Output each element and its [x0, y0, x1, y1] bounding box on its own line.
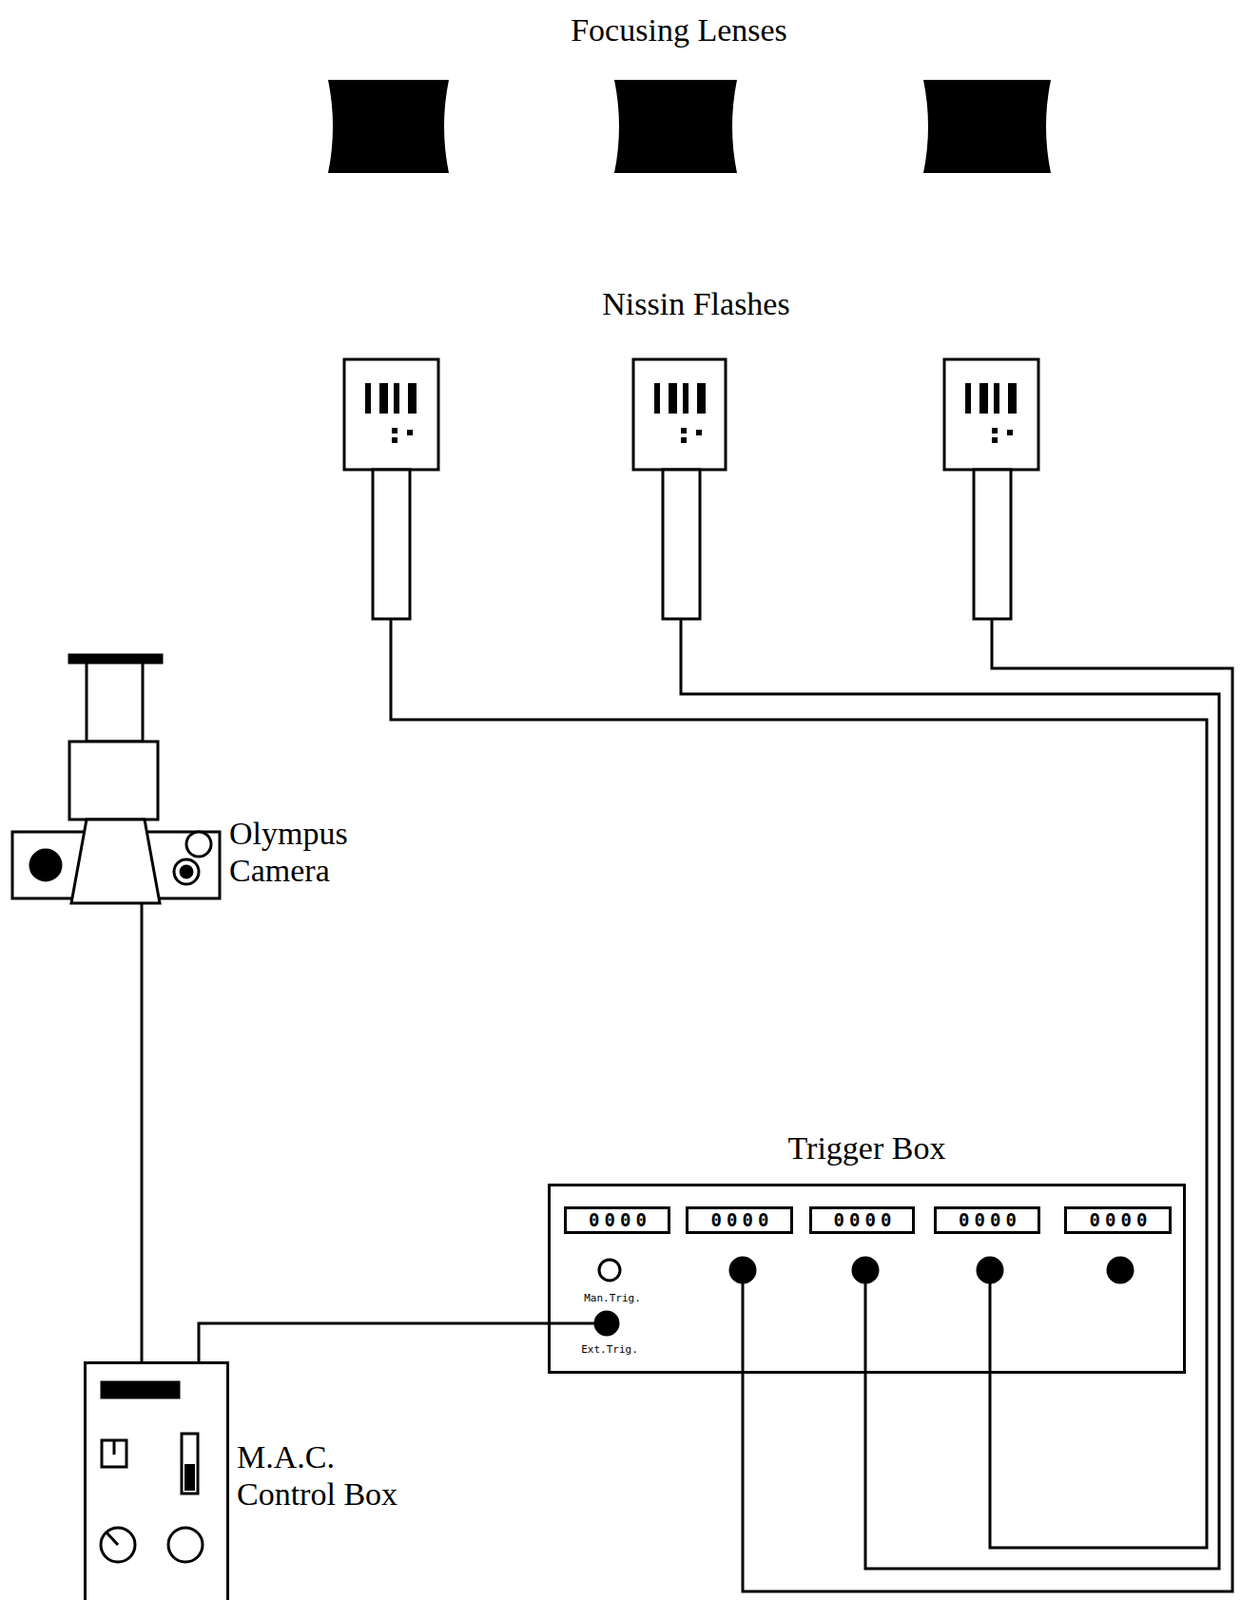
display-segment	[654, 383, 660, 414]
output-jack	[977, 1258, 1003, 1283]
display-segment	[379, 383, 388, 414]
flash-head	[344, 359, 439, 470]
flash-handle	[973, 469, 1011, 620]
flash-wire	[390, 619, 1207, 1549]
display-dot	[391, 427, 398, 434]
knob-pointer	[106, 1532, 118, 1546]
flash-head	[944, 359, 1039, 470]
lens	[328, 79, 449, 174]
meter-needle	[113, 1440, 117, 1455]
display-segment	[393, 383, 400, 414]
camera-knob	[186, 832, 212, 857]
switch	[181, 1434, 198, 1494]
jack-label: Man.Trig.	[583, 1293, 641, 1306]
display-segment	[365, 383, 371, 414]
flash-handle	[662, 469, 700, 620]
counter-display: 0000	[563, 1206, 671, 1235]
flash-wire	[680, 619, 1220, 1570]
counter-display: 0000	[809, 1206, 915, 1235]
lens-barrel	[69, 741, 158, 820]
lens-group	[328, 79, 1051, 174]
display-dot	[680, 427, 687, 434]
flash-display	[365, 383, 1017, 444]
camera-button	[30, 850, 61, 881]
counter-display: 0000	[1064, 1206, 1172, 1235]
output-jack	[1107, 1258, 1133, 1283]
display-segment	[407, 383, 417, 414]
display-dot	[407, 429, 413, 436]
display-segment	[979, 383, 989, 414]
display-dot	[1007, 429, 1013, 436]
display-segment	[965, 383, 971, 414]
camera-drawing	[12, 655, 220, 904]
connector-bar	[101, 1382, 179, 1398]
output-jack	[853, 1258, 878, 1283]
device-label: Trigger Box	[788, 1129, 947, 1167]
flash-head	[633, 359, 726, 470]
cable	[140, 903, 144, 1362]
counter-display: 0000	[685, 1206, 794, 1235]
display-segment	[668, 383, 678, 414]
jack-label: Ext.Trig.	[581, 1344, 639, 1358]
display-dot	[680, 437, 687, 444]
device-label: M.A.C. Control Box	[236, 1438, 418, 1513]
group-label: Focusing Lenses	[570, 11, 788, 49]
display-segment	[993, 383, 1000, 414]
control-box-icons	[100, 1382, 203, 1563]
flash-handle	[372, 469, 410, 620]
camera-dial	[174, 859, 199, 885]
trigger-box-drawing	[549, 1258, 1133, 1336]
button	[168, 1528, 203, 1563]
display-dot	[696, 429, 702, 436]
device-label: Olympus Camera	[229, 814, 391, 890]
manual-trigger-button	[599, 1260, 621, 1281]
knob	[100, 1528, 136, 1563]
display-segment	[1008, 383, 1017, 414]
counter-display: 0000	[933, 1206, 1041, 1235]
group-label: Nissin Flashes	[601, 285, 790, 323]
cable	[198, 1323, 548, 1362]
display-segment	[697, 383, 706, 414]
flash-wire	[742, 619, 1233, 1592]
camera: Olympus Camera	[12, 653, 220, 904]
ext-trigger-jack	[595, 1312, 619, 1336]
flash-group	[344, 359, 1039, 620]
display-dot	[991, 427, 998, 434]
lens	[614, 79, 737, 174]
display-segment	[682, 383, 689, 414]
camera-prism	[71, 819, 160, 904]
output-jack	[730, 1258, 756, 1283]
lens-tube	[86, 662, 143, 742]
display-dot	[391, 437, 398, 444]
camera-dial-center	[180, 866, 193, 878]
flash-wires	[390, 619, 1233, 1592]
switch-lever	[184, 1464, 195, 1492]
meter	[101, 1440, 127, 1468]
control-box: M.A.C. Control Box	[83, 1361, 230, 1600]
display-dot	[991, 437, 998, 444]
lens	[923, 79, 1051, 174]
